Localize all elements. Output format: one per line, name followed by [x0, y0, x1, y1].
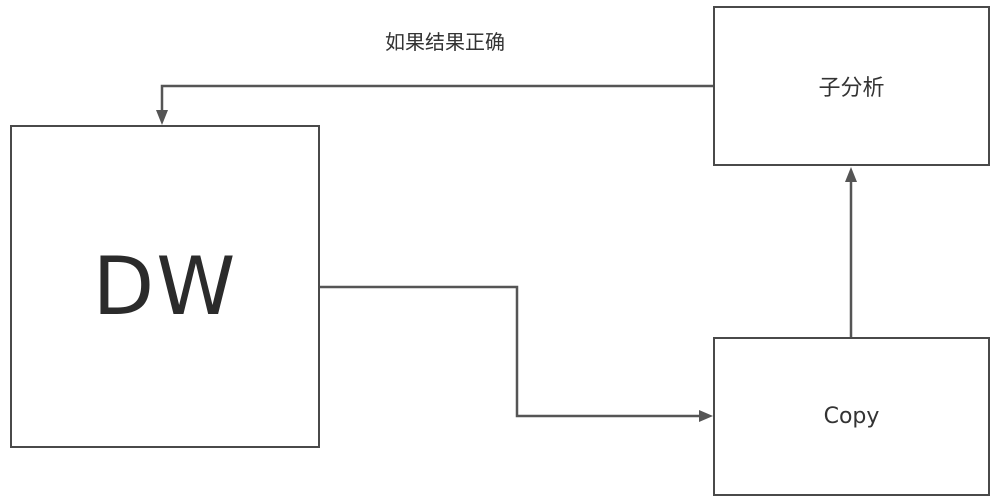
node-dw: DW — [10, 125, 320, 448]
edge-dw-to-copy — [320, 285, 703, 418]
edge-sub-analysis-to-dw — [160, 84, 713, 114]
edge-sub-analysis-to-dw-arrowhead — [156, 110, 168, 125]
node-copy: Copy — [713, 337, 990, 496]
node-dw-label: DW — [92, 240, 238, 333]
edge-dw-to-copy-arrowhead — [699, 410, 713, 422]
node-sub-analysis-label: 子分析 — [818, 76, 885, 101]
edge-copy-to-sub-analysis-arrowhead — [845, 167, 857, 182]
node-copy-label: Copy — [823, 404, 880, 429]
node-sub-analysis: 子分析 — [713, 6, 990, 166]
edge-label-if-result-correct: 如果结果正确 — [385, 30, 505, 54]
